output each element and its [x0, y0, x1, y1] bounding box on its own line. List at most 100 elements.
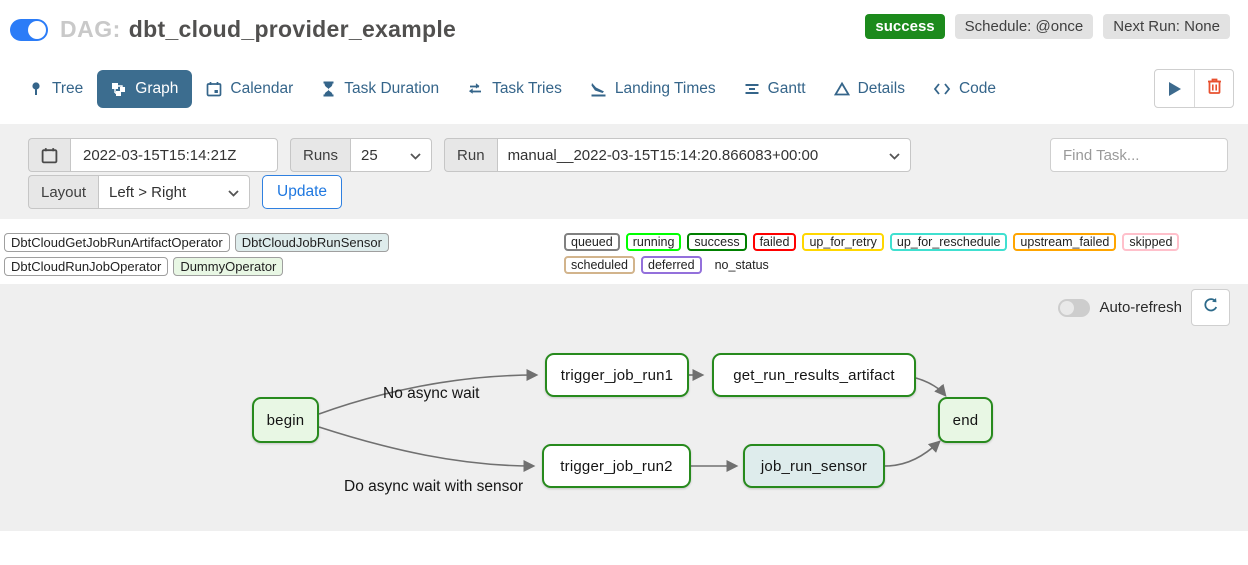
tab-label: Task Duration: [344, 79, 440, 97]
runs-select[interactable]: 25: [350, 138, 433, 172]
tab-label: Graph: [135, 79, 179, 97]
dag-action-buttons: [1154, 69, 1234, 108]
tab-calendar[interactable]: Calendar: [192, 70, 307, 108]
dag-edges: [318, 369, 947, 472]
layout-select[interactable]: Left > Right: [98, 175, 251, 209]
layout-select-value: Left > Right: [109, 183, 187, 201]
edge-artifact-end: [915, 377, 947, 397]
operator-badge: DbtCloudJobRunSensor: [234, 233, 389, 252]
task-node-job-run-sensor[interactable]: job_run_sensor: [743, 444, 885, 488]
status-legend: queued running success failed up_for_ret…: [564, 233, 1244, 274]
run-group: Run manual__2022-03-15T15:14:20.866083+0…: [444, 138, 911, 172]
next-run-badge: Next Run: None: [1103, 14, 1230, 39]
view-tabbar: Tree Graph Calendar Task Duration Task T…: [0, 69, 1248, 108]
status-legend-item[interactable]: success: [687, 233, 747, 251]
header-badges: success Schedule: @once Next Run: None: [865, 14, 1230, 39]
status-legend-item[interactable]: up_for_reschedule: [889, 233, 1008, 251]
find-task-input[interactable]: [1050, 138, 1228, 172]
runs-select-value: 25: [361, 146, 378, 164]
calendar-picker-button[interactable]: [28, 138, 70, 172]
edge-begin-trigger2: [318, 426, 536, 472]
layout-label: Layout: [28, 175, 99, 209]
tab-graph[interactable]: Graph: [97, 69, 193, 108]
runs-group: Runs 25: [290, 138, 433, 172]
base-date-input[interactable]: [70, 138, 278, 172]
tab-task-duration[interactable]: Task Duration: [307, 70, 453, 108]
delete-dag-button[interactable]: [1194, 70, 1233, 107]
chevron-down-icon: [410, 147, 421, 164]
auto-refresh-label: Auto-refresh: [1099, 299, 1182, 316]
tab-label: Details: [857, 79, 905, 97]
dag-graph-panel: No async wait Do async wait with sensor …: [0, 284, 1248, 531]
run-select[interactable]: manual__2022-03-15T15:14:20.866083+00:00: [496, 138, 911, 172]
status-legend-item[interactable]: queued: [564, 233, 620, 251]
chevron-down-icon: [888, 147, 900, 164]
status-legend-item[interactable]: up_for_retry: [802, 233, 884, 251]
run-select-value: manual__2022-03-15T15:14:20.866083+00:00: [507, 146, 819, 164]
auto-refresh-toggle[interactable]: [1058, 298, 1091, 317]
tab-label: Tree: [52, 79, 84, 97]
task-node-trigger-job-run1[interactable]: trigger_job_run1: [545, 353, 689, 397]
tab-label: Landing Times: [614, 79, 716, 97]
tab-tree[interactable]: Tree: [14, 70, 97, 108]
hourglass-icon: [321, 81, 336, 97]
calendar-icon: [206, 81, 222, 97]
tab-details[interactable]: Details: [820, 70, 919, 108]
operator-badge: DbtCloudGetJobRunArtifactOperator: [4, 233, 230, 252]
graph-icon: [111, 81, 127, 97]
status-badge: success: [865, 14, 945, 39]
schedule-badge[interactable]: Schedule: @once: [954, 14, 1094, 39]
operator-badge: DbtCloudRunJobOperator: [4, 257, 169, 276]
landing-plane-icon: [590, 81, 607, 97]
base-date-group: [28, 138, 278, 172]
status-legend-item[interactable]: scheduled: [564, 256, 635, 274]
status-legend-item[interactable]: upstream_failed: [1013, 233, 1117, 251]
tree-pin-icon: [28, 81, 44, 97]
task-node-trigger-job-run2[interactable]: trigger_job_run2: [542, 444, 691, 488]
chevron-down-icon: [228, 184, 239, 201]
legend: DbtCloudGetJobRunArtifactOperator DbtClo…: [0, 233, 1248, 276]
operator-legend: DbtCloudGetJobRunArtifactOperator DbtClo…: [4, 233, 552, 276]
auto-refresh-controls: Auto-refresh: [1058, 289, 1230, 326]
gantt-icon: [744, 81, 760, 97]
tab-label: Calendar: [230, 79, 294, 97]
trigger-dag-button[interactable]: [1155, 70, 1194, 107]
dag-prefix-label: DAG:: [60, 16, 121, 42]
filter-row-2: Layout Left > Right Update: [28, 175, 1228, 209]
tab-label: Gantt: [767, 79, 806, 97]
details-triangle-icon: [833, 81, 850, 97]
edge-begin-trigger1: [318, 369, 539, 415]
filter-row-1: Runs 25 Run manual__2022-03-15T15:14:20.…: [28, 138, 1228, 172]
update-button[interactable]: Update: [262, 175, 343, 209]
repeat-icon: [467, 81, 484, 97]
status-legend-item[interactable]: skipped: [1122, 233, 1180, 251]
trash-icon: [1206, 77, 1223, 100]
filter-bar: Runs 25 Run manual__2022-03-15T15:14:20.…: [0, 124, 1248, 219]
task-node-end[interactable]: end: [938, 397, 993, 443]
tab-label: Code: [958, 79, 997, 97]
edge-sensor-end: [884, 440, 941, 467]
tab-task-tries[interactable]: Task Tries: [453, 70, 576, 108]
run-label: Run: [444, 138, 497, 172]
layout-group: Layout Left > Right: [28, 175, 251, 209]
dag-pause-toggle[interactable]: [10, 18, 48, 41]
toggle-knob: [1060, 300, 1075, 315]
refresh-icon: [1202, 296, 1220, 319]
refresh-button[interactable]: [1191, 289, 1230, 326]
status-legend-item[interactable]: no_status: [707, 256, 776, 274]
toggle-knob: [28, 20, 46, 39]
play-icon: [1168, 81, 1181, 96]
tab-landing-times[interactable]: Landing Times: [576, 70, 730, 108]
task-node-get-run-results-artifact[interactable]: get_run_results_artifact: [712, 353, 916, 397]
tab-code[interactable]: Code: [919, 70, 1010, 108]
tab-label: Task Tries: [492, 79, 562, 97]
status-legend-item[interactable]: failed: [752, 233, 797, 251]
tab-gantt[interactable]: Gantt: [730, 70, 820, 108]
dag-header: DAG: dbt_cloud_provider_example success …: [0, 0, 1248, 43]
runs-label: Runs: [290, 138, 351, 172]
operator-badge: DummyOperator: [173, 257, 284, 276]
status-legend-item[interactable]: running: [625, 233, 682, 251]
task-node-begin[interactable]: begin: [252, 397, 319, 443]
status-legend-item[interactable]: deferred: [641, 256, 702, 274]
edge-label: Do async wait with sensor: [344, 478, 524, 495]
